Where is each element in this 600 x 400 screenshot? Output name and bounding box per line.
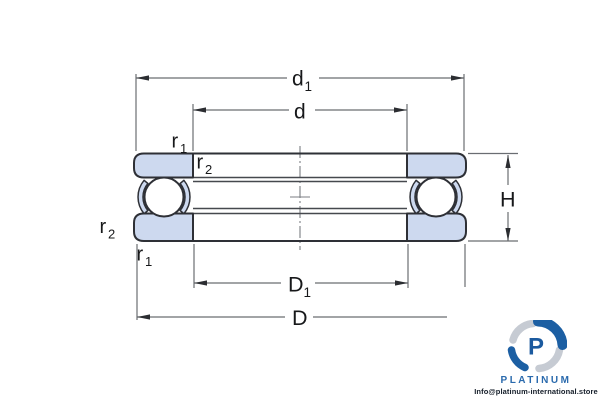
dimension-label-r1-bottom: r 1 xyxy=(137,244,153,270)
label-r2-top-base: r xyxy=(197,152,204,174)
platinum-logo: P PLATINUM Info@platinum-international.s… xyxy=(468,320,600,396)
dimension-label-d: d xyxy=(294,101,306,124)
label-r2-bottom-sub: 2 xyxy=(108,227,115,242)
washer-outer-edges xyxy=(193,152,407,242)
dimension-label-d1: d 1 xyxy=(292,68,312,95)
cage-sections xyxy=(137,179,463,215)
logo-petal-bottom-right xyxy=(535,346,564,373)
housing-washer-left-section xyxy=(133,212,194,242)
label-D1-sub: 1 xyxy=(304,285,312,300)
dimension-label-r2-bottom: r 2 xyxy=(100,216,116,242)
label-d1-sub: 1 xyxy=(305,79,313,94)
logo-petal-top-left xyxy=(509,320,537,344)
washer-face-lines xyxy=(193,176,407,215)
label-r1-bottom-base: r xyxy=(137,244,144,266)
centerline xyxy=(290,146,310,250)
dimension-lines xyxy=(136,77,509,318)
logo-petal-top-right xyxy=(533,320,567,350)
ball-left xyxy=(143,176,185,218)
shaft-washer-left-section xyxy=(133,152,194,179)
logo-center-disc xyxy=(523,333,549,359)
label-r1-top-base: r xyxy=(172,131,179,153)
label-r2-bottom-base: r xyxy=(100,216,107,238)
housing-washer-right-section xyxy=(406,212,467,242)
extension-lines xyxy=(135,74,518,320)
label-H-base: H xyxy=(500,188,516,212)
label-D1-base: D xyxy=(288,273,304,297)
label-r1-bottom-sub: 1 xyxy=(145,254,152,269)
logo-monogram: P xyxy=(528,334,544,361)
dimension-label-r1-top: r 1 xyxy=(172,131,188,157)
shaft-washer-right-section xyxy=(406,152,467,179)
logo-brand-text: PLATINUM xyxy=(500,375,572,386)
label-d-base: d xyxy=(294,101,306,124)
logo-petal-bottom-left xyxy=(507,346,529,372)
label-d1-base: d xyxy=(292,68,304,91)
platinum-logo-icon: P xyxy=(507,320,567,373)
dimension-label-D: D xyxy=(292,306,308,330)
dimension-label-D1: D 1 xyxy=(288,273,311,301)
dimension-arrowheads xyxy=(136,75,511,320)
label-r2-top-sub: 2 xyxy=(205,162,212,177)
dimension-label-r2-top: r 2 xyxy=(197,152,213,178)
label-D-base: D xyxy=(292,306,308,330)
ball-right xyxy=(415,176,457,218)
label-r1-top-sub: 1 xyxy=(180,141,187,156)
dimension-label-H: H xyxy=(500,188,516,212)
logo-email-text: Info@platinum-international.store xyxy=(474,387,598,396)
